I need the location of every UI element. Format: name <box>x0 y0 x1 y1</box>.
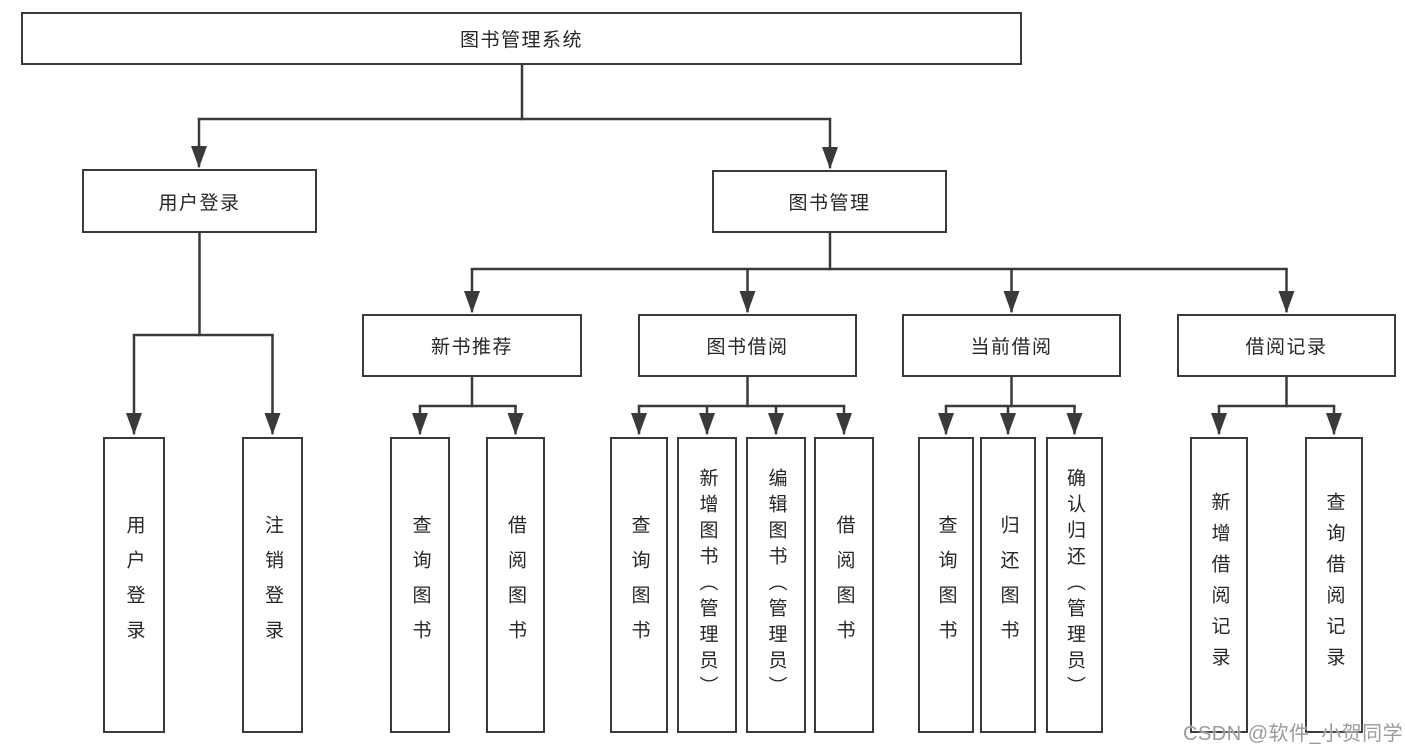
node-borrow-records-label: 借阅记录 <box>1245 337 1328 358</box>
leaf-confirm-return-admin: 确认归还（管理员） <box>1046 437 1103 733</box>
node-root: 图书管理系统 <box>21 12 1022 65</box>
node-book-management: 图书管理 <box>712 170 947 233</box>
watermark: CSDN @软件_小贺同学 <box>1183 723 1404 745</box>
leaf-logout-login: 注销登录 <box>242 437 303 733</box>
leaf-return-books: 归还图书 <box>980 437 1036 733</box>
node-borrow-records: 借阅记录 <box>1177 314 1396 377</box>
leaf-confirm-return-admin-label: 确认归还（管理员） <box>1064 468 1085 702</box>
leaf-add-book-admin: 新增图书（管理员） <box>677 437 737 733</box>
leaf-query-books-borrow: 查询图书 <box>610 437 668 733</box>
leaf-edit-book-admin-label: 编辑图书（管理员） <box>765 468 787 702</box>
leaf-add-borrow-record-label: 新增借阅记录 <box>1208 492 1230 678</box>
leaf-query-borrow-record-label: 查询借阅记录 <box>1323 492 1345 678</box>
leaf-query-books-borrow-label: 查询图书 <box>628 515 650 655</box>
leaf-logout-login-label: 注销登录 <box>262 515 283 655</box>
leaf-edit-book-admin: 编辑图书（管理员） <box>746 437 806 733</box>
leaf-query-books-recommend-label: 查询图书 <box>409 515 431 655</box>
leaf-add-borrow-record: 新增借阅记录 <box>1190 437 1248 733</box>
leaf-borrow-books-label: 借阅图书 <box>833 515 855 655</box>
leaf-query-borrow-record: 查询借阅记录 <box>1305 437 1363 733</box>
leaf-borrow-books: 借阅图书 <box>814 437 874 733</box>
node-user-login-label: 用户登录 <box>158 192 241 214</box>
leaf-user-login: 用户登录 <box>103 437 165 733</box>
node-book-borrow: 图书借阅 <box>638 314 857 377</box>
node-user-login: 用户登录 <box>82 169 317 233</box>
node-new-book-recommend-label: 新书推荐 <box>430 337 513 358</box>
node-book-management-label: 图书管理 <box>788 193 871 214</box>
leaf-query-books-recommend: 查询图书 <box>390 437 450 733</box>
leaf-borrow-books-recommend-label: 借阅图书 <box>505 515 526 655</box>
node-current-borrow: 当前借阅 <box>902 314 1121 377</box>
node-root-label: 图书管理系统 <box>459 30 583 51</box>
node-book-borrow-label: 图书借阅 <box>706 337 789 358</box>
leaf-query-books-current-label: 查询图书 <box>935 515 957 655</box>
leaf-return-books-label: 归还图书 <box>997 515 1019 655</box>
node-current-borrow-label: 当前借阅 <box>970 337 1053 358</box>
leaf-user-login-label: 用户登录 <box>123 515 145 655</box>
leaf-borrow-books-recommend: 借阅图书 <box>486 437 545 733</box>
leaf-add-book-admin-label: 新增图书（管理员） <box>696 468 718 702</box>
leaf-query-books-current: 查询图书 <box>918 437 974 733</box>
node-new-book-recommend: 新书推荐 <box>362 314 582 377</box>
